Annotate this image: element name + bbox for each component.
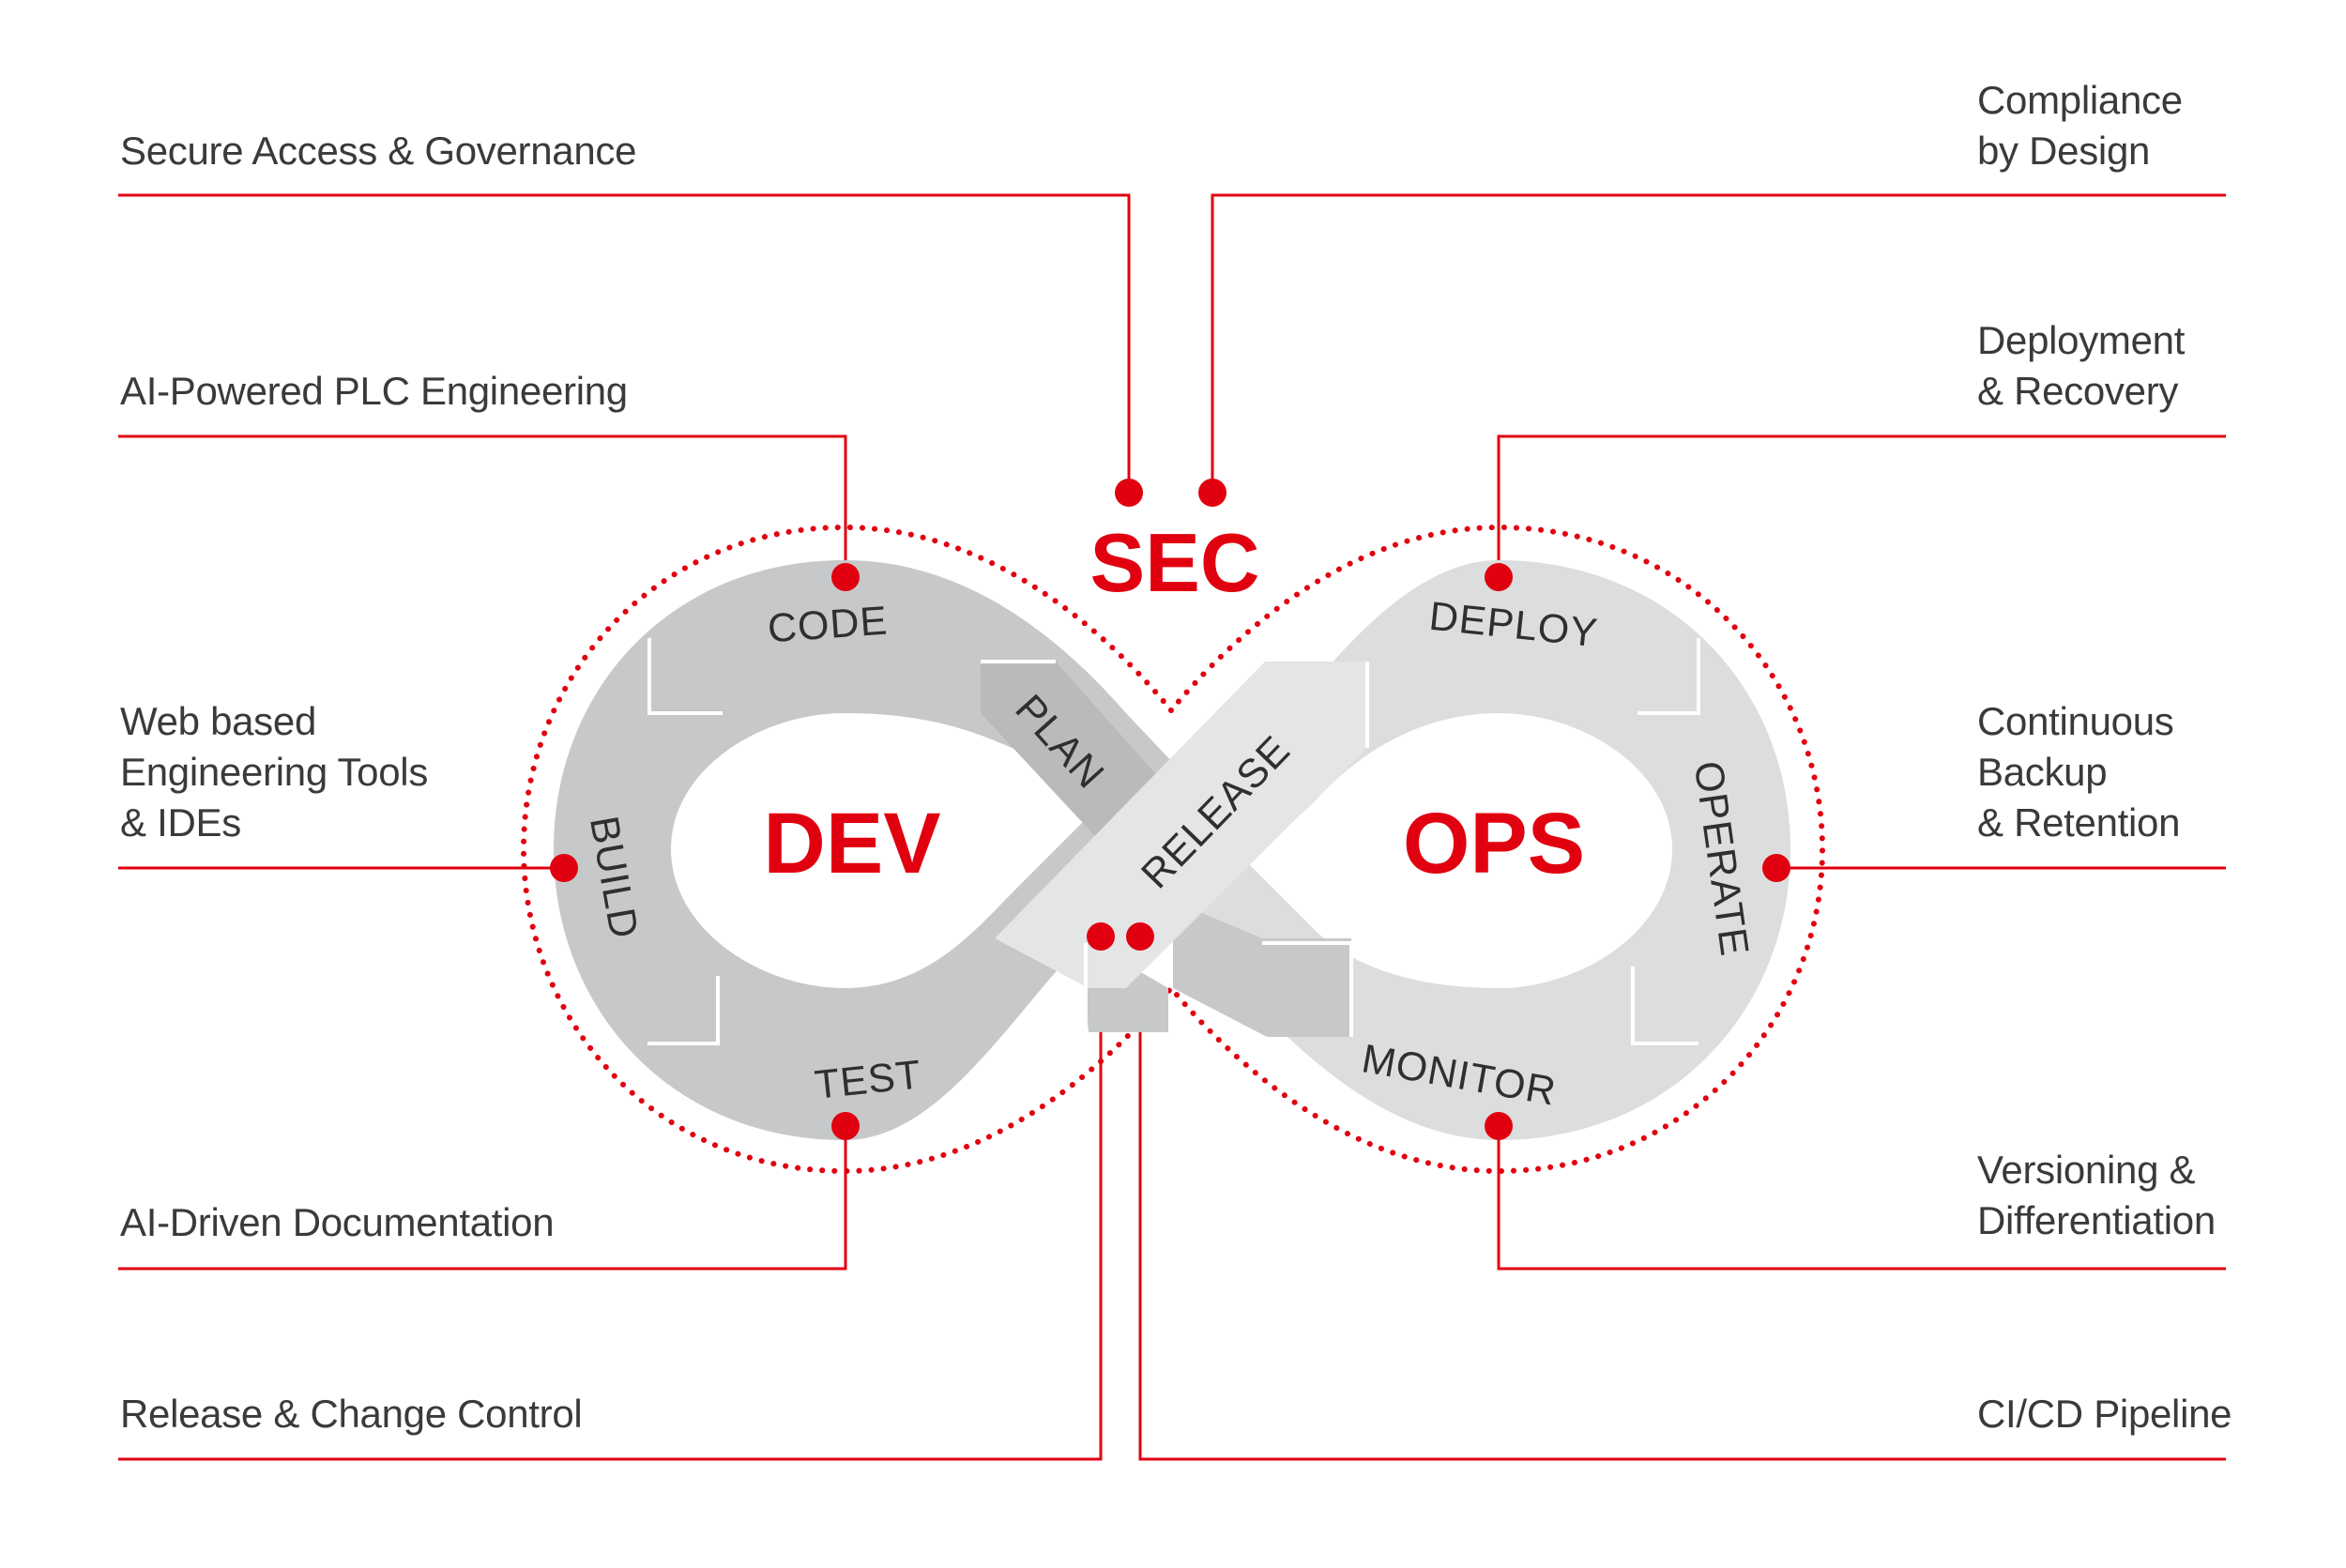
- connector-ai-docs: [118, 1126, 847, 1271]
- callout-continuous-backup: Continuous Backup & Retention: [1977, 696, 2180, 848]
- callout-line: Versioning &: [1977, 1148, 2196, 1192]
- connector-versioning: [1497, 1126, 2226, 1271]
- ops-lower-band: [1173, 901, 1351, 1037]
- connector-secure-access: [118, 193, 1131, 493]
- sec-label: SEC: [1090, 516, 1260, 609]
- callout-line: AI-Powered PLC Engineering: [120, 369, 628, 413]
- infinity-band: [554, 560, 1790, 1140]
- dot-deploy: [1485, 563, 1513, 591]
- dev-label: DEV: [763, 796, 940, 891]
- stage-code: CODE: [766, 599, 889, 652]
- callout-line: Web based: [120, 699, 317, 743]
- dot-code: [831, 563, 860, 591]
- connector-ai-plc: [118, 434, 847, 577]
- stage-test: TEST: [813, 1052, 923, 1108]
- segment-dividers: [647, 638, 1700, 1045]
- marker-dots: [550, 479, 1790, 1140]
- callout-ai-plc-engineering: AI-Powered PLC Engineering: [120, 366, 628, 417]
- callout-line: Compliance: [1977, 78, 2183, 122]
- dot-secure-access: [1115, 479, 1143, 507]
- dot-test: [831, 1112, 860, 1140]
- connector-lines: [118, 193, 2226, 1461]
- callout-line: by Design: [1977, 129, 2151, 173]
- callout-line: Release & Change Control: [120, 1392, 583, 1436]
- plan-band: [981, 662, 1168, 849]
- callout-compliance: Compliance by Design: [1977, 75, 2183, 176]
- dot-release-left: [1087, 922, 1115, 951]
- callout-deployment-recovery: Deployment & Recovery: [1977, 315, 2185, 417]
- callout-line: CI/CD Pipeline: [1977, 1392, 2232, 1436]
- callout-line: Engineering Tools: [120, 750, 429, 794]
- callout-line: Differentiation: [1977, 1198, 2216, 1242]
- dot-monitor: [1485, 1112, 1513, 1140]
- connector-cicd: [1138, 936, 2226, 1461]
- dot-build: [550, 854, 578, 882]
- connector-compliance: [1211, 193, 2226, 493]
- callout-line: & IDEs: [120, 800, 241, 845]
- connector-release-control: [118, 936, 1103, 1461]
- callout-line: Continuous: [1977, 699, 2174, 743]
- callout-line: Secure Access & Governance: [120, 129, 637, 173]
- callout-ai-documentation: AI-Driven Documentation: [120, 1197, 555, 1248]
- callout-line: & Recovery: [1977, 369, 2179, 413]
- callout-release-change-control: Release & Change Control: [120, 1389, 583, 1439]
- ops-label: OPS: [1403, 796, 1585, 891]
- release-band: [995, 662, 1367, 988]
- callout-secure-access: Secure Access & Governance: [120, 126, 636, 176]
- callout-cicd-pipeline: CI/CD Pipeline: [1977, 1389, 2232, 1439]
- dot-operate: [1762, 854, 1790, 882]
- connector-deployment: [1497, 434, 2226, 577]
- callout-line: AI-Driven Documentation: [120, 1200, 555, 1244]
- callout-line: Backup: [1977, 750, 2108, 794]
- callout-versioning: Versioning & Differentiation: [1977, 1145, 2216, 1246]
- dot-release-right: [1126, 922, 1154, 951]
- callout-line: & Retention: [1977, 800, 2181, 845]
- callout-web-engineering-tools: Web based Engineering Tools & IDEs: [120, 696, 428, 848]
- dot-compliance: [1198, 479, 1226, 507]
- callout-line: Deployment: [1977, 318, 2186, 362]
